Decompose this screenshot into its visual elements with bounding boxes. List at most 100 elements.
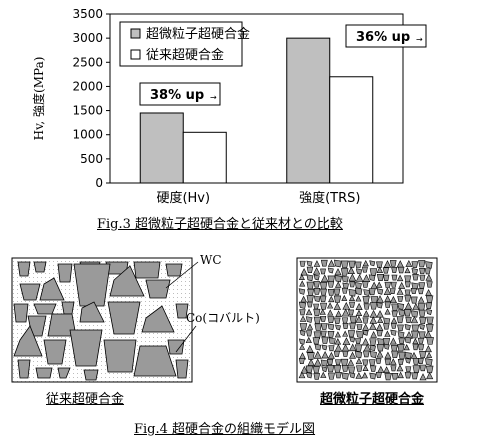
fine-wc-particle — [391, 350, 399, 358]
wc-particle — [83, 369, 99, 381]
fine-wc-particle — [306, 274, 314, 282]
fine-wc-particle — [327, 372, 335, 380]
fine-wc-particle — [418, 282, 426, 289]
fine-wc-particle — [341, 317, 349, 324]
fine-wc-particle — [341, 372, 349, 380]
fine-wc-particle — [390, 358, 397, 365]
fine-wc-particle — [362, 317, 369, 324]
fine-wc-particle — [320, 359, 328, 367]
fine-wc-particle — [313, 308, 321, 316]
fine-wc-particle — [299, 315, 307, 322]
fine-wc-particle — [376, 266, 384, 273]
legend-swatch — [130, 49, 141, 60]
wc-particle — [13, 325, 43, 357]
fine-wc-particle — [404, 371, 412, 379]
fine-wc-particle — [383, 343, 390, 350]
fine-wc-particle — [412, 358, 420, 365]
fine-wc-particle — [334, 338, 342, 345]
fine-wc-particle — [391, 372, 399, 380]
fine-wc-particle — [418, 331, 426, 339]
fine-wc-particle — [425, 273, 433, 281]
fine-wc-particle — [305, 316, 313, 323]
fine-wc-particle — [313, 281, 320, 288]
fine-wc-particle — [389, 337, 397, 345]
fine-wc-particle — [397, 295, 404, 302]
fine-wc-particle — [313, 288, 321, 295]
fine-wc-particle — [383, 366, 390, 373]
fine-wc-particle — [398, 337, 405, 344]
fine-wc-particle — [369, 268, 378, 276]
fine-wc-particle — [419, 317, 427, 325]
fine-wc-particle — [348, 273, 357, 282]
y-tick-label: 0 — [95, 176, 103, 190]
fine-wc-particle — [355, 268, 363, 275]
legend-label: 従来超硬合金 — [146, 47, 224, 63]
fine-wc-particle — [298, 301, 307, 309]
fine-wc-particle — [426, 351, 433, 358]
fine-wc-particle — [327, 302, 334, 309]
fine-wc-particle — [391, 274, 398, 281]
fine-wc-particle — [417, 344, 425, 351]
wc-particle — [141, 305, 175, 333]
fine-wc-particle — [354, 287, 363, 296]
fine-wc-particle — [355, 338, 362, 345]
fine-wc-particle — [396, 316, 404, 324]
co-leader-line — [175, 325, 197, 353]
fine-wc-particle — [356, 365, 363, 372]
fine-wc-particle — [307, 352, 315, 360]
annotation-box — [345, 24, 427, 48]
fine-wc-particle — [299, 260, 306, 267]
fine-wc-particle — [419, 323, 425, 330]
wc-particle — [133, 261, 161, 279]
fine-wc-particle — [313, 373, 321, 380]
fine-wc-particle — [403, 309, 412, 317]
fine-wc-particle — [328, 295, 335, 303]
fine-wc-particle — [327, 323, 335, 331]
fine-wc-particle — [411, 268, 418, 275]
fine-wc-particle — [334, 275, 342, 283]
fine-wc-particle — [327, 316, 335, 324]
fine-wc-particle — [349, 322, 356, 330]
fine-wc-particle — [376, 330, 383, 337]
fine-wc-particle — [327, 259, 335, 267]
fine-wc-particle — [417, 296, 425, 303]
wc-particle — [33, 303, 57, 315]
fine-wc-particle — [354, 351, 363, 359]
fine-wc-particle — [412, 274, 419, 281]
wc-particle — [145, 279, 171, 299]
fine-wc-particle — [384, 330, 391, 337]
fine-wc-particle — [306, 344, 314, 353]
fine-wc-particle — [298, 338, 306, 345]
fine-wc-particle — [361, 337, 370, 346]
fine-wc-particle — [376, 288, 384, 295]
fine-wc-particle — [328, 345, 335, 352]
fine-wc-particle — [362, 359, 369, 366]
fine-wc-particle — [354, 261, 362, 269]
co-label: Co(コバルト) — [186, 311, 260, 325]
fine-wc-particle — [313, 316, 322, 324]
bar — [139, 112, 184, 184]
fine-wc-particle — [369, 351, 377, 359]
fine-wc-particle — [417, 358, 424, 364]
fine-wc-particle — [334, 268, 342, 276]
fine-wc-particle — [333, 302, 341, 310]
fine-wc-particle — [320, 330, 327, 337]
fine-wc-particle — [321, 336, 329, 344]
fine-wc-particle — [300, 365, 309, 374]
fine-wc-particle — [368, 359, 376, 366]
fine-wc-particle — [383, 260, 392, 268]
fine-wc-particle — [327, 289, 335, 296]
fine-wc-particle — [320, 288, 327, 296]
fine-wc-particle — [362, 323, 370, 331]
fine-wc-particle — [361, 266, 368, 273]
fine-wc-particle — [425, 295, 434, 303]
fine-wc-particle — [369, 260, 376, 267]
fine-wc-particle — [313, 274, 320, 281]
fine-wc-particle — [349, 281, 356, 288]
fine-wc-particle — [299, 323, 308, 331]
fine-wc-particle — [398, 281, 406, 289]
fine-wc-particle — [305, 308, 313, 316]
fine-wc-particle — [391, 310, 398, 317]
fine-wc-particle — [376, 274, 385, 281]
